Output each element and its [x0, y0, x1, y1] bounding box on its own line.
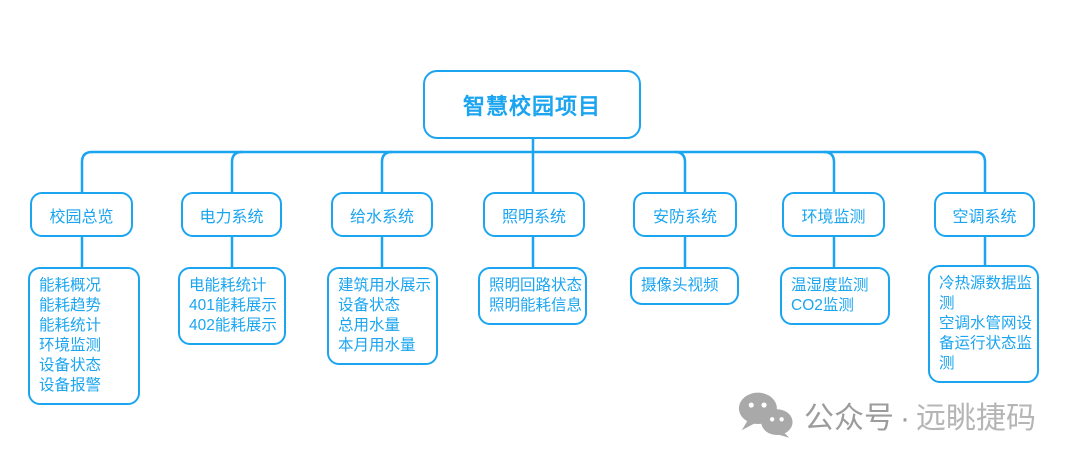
watermark-text: 公众号·远眺捷码: [804, 393, 1036, 437]
branch-node-campus-overview: 校园总览: [30, 192, 133, 237]
child-item: 温湿度监测: [791, 277, 869, 294]
child-item: 设备状态: [39, 357, 102, 374]
root-node: 智慧校园项目: [423, 70, 641, 139]
child-item: 402能耗展示: [189, 317, 277, 334]
child-item: 冷热源数据监测: [939, 275, 1033, 312]
child-item: 照明能耗信息: [489, 297, 583, 314]
child-item: 照明回路状态: [489, 277, 583, 294]
child-item: 401能耗展示: [189, 297, 277, 314]
watermark: 公众号·远眺捷码: [737, 390, 1036, 440]
branch-node-security-system: 安防系统: [633, 192, 737, 237]
child-item: 能耗趋势: [39, 297, 102, 314]
child-list-hvac-system: 冷热源数据监测 空调水管网设备运行状态监测: [928, 265, 1039, 383]
child-list-security-system: 摄像头视频: [630, 267, 739, 305]
watermark-account-type: 公众号: [804, 402, 894, 435]
child-item: 建筑用水展示: [338, 277, 432, 294]
child-item: 环境监测: [39, 337, 102, 354]
branch-node-environment-monitoring: 环境监测: [782, 192, 885, 237]
child-item: 电能耗统计: [189, 277, 267, 294]
child-list-campus-overview: 能耗概况 能耗趋势 能耗统计 环境监测 设备状态 设备报警: [28, 267, 140, 405]
branch-node-power-system: 电力系统: [181, 192, 282, 237]
wechat-icon: [738, 392, 793, 438]
child-item: 设备状态: [338, 297, 401, 314]
child-list-power-system: 电能耗统计 401能耗展示 402能耗展示: [178, 267, 286, 345]
child-list-lighting-system: 照明回路状态 照明能耗信息: [478, 267, 587, 325]
child-item: 空调水管网设备运行状态监测: [939, 315, 1033, 372]
branch-node-water-supply-system: 给水系统: [331, 192, 433, 237]
branch-node-hvac-system: 空调系统: [934, 192, 1035, 237]
watermark-account-name: 远眺捷码: [916, 402, 1036, 435]
child-item: 能耗统计: [39, 317, 102, 334]
child-item: 本月用水量: [338, 337, 416, 354]
branch-node-lighting-system: 照明系统: [483, 192, 585, 237]
child-item: 设备报警: [39, 377, 102, 394]
child-list-water-supply-system: 建筑用水展示 设备状态 总用水量 本月用水量: [327, 267, 438, 365]
watermark-separator: ·: [900, 402, 910, 435]
child-item: 总用水量: [338, 317, 401, 334]
child-item: 摄像头视频: [641, 277, 719, 294]
child-list-environment-monitoring: 温湿度监测 CO2监测: [780, 267, 890, 325]
child-item: 能耗概况: [39, 277, 102, 294]
child-item: CO2监测: [791, 297, 854, 314]
